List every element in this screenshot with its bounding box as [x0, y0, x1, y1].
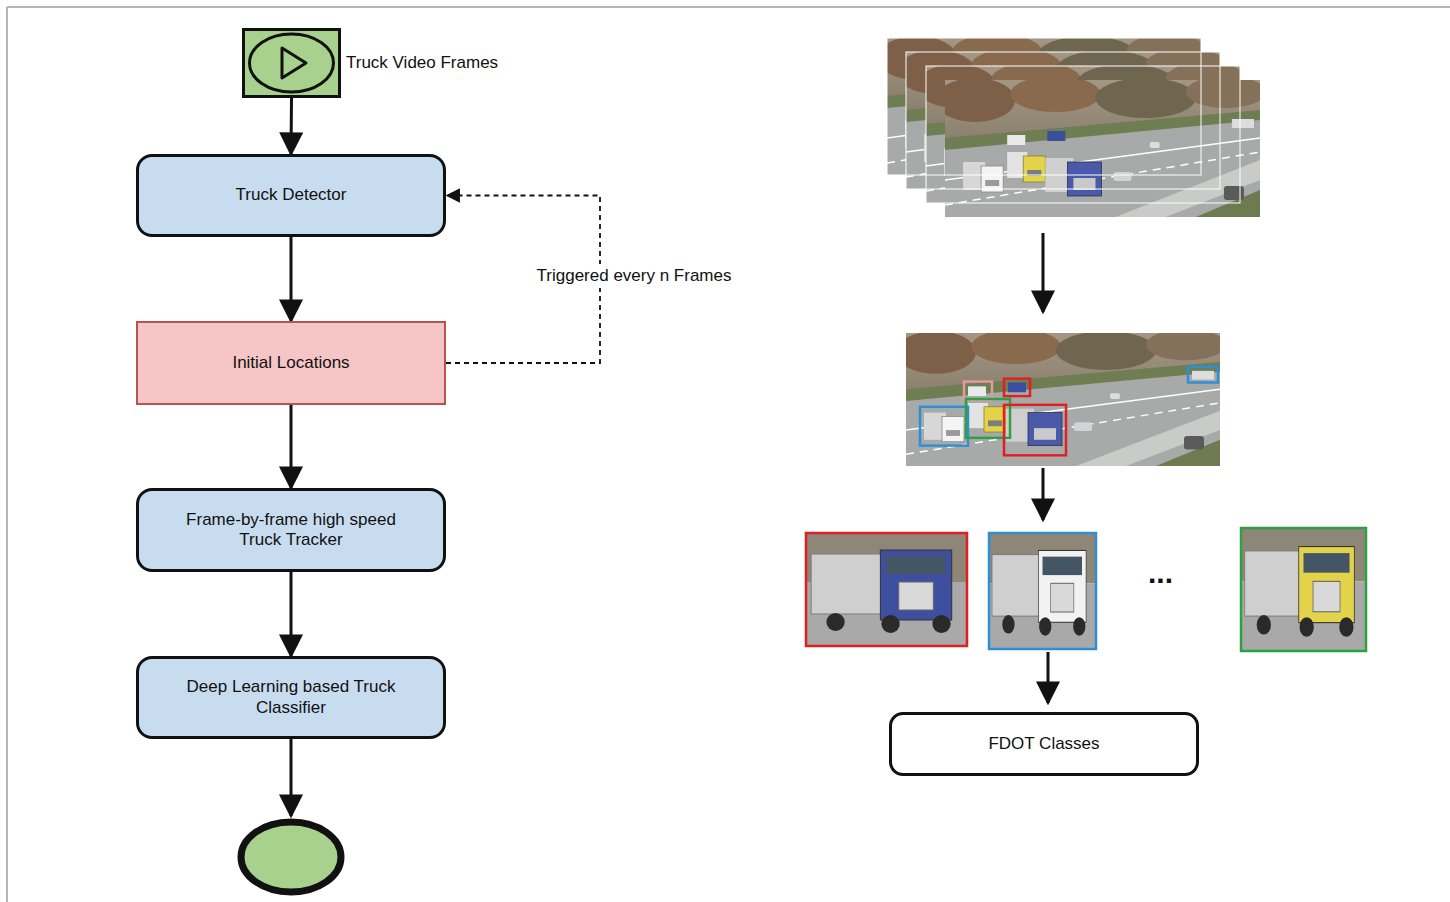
truck-crop — [988, 532, 1097, 650]
output-box: FDOT Classes — [889, 712, 1199, 776]
node-label: Deep Learning based Truck Classifier — [174, 677, 409, 718]
node-label: FDOT Classes — [988, 734, 1099, 754]
truck-crop — [805, 532, 968, 647]
node-label: Initial Locations — [232, 353, 349, 373]
flow-arrow — [1048, 652, 1049, 703]
ellipsis-mark: ... — [1148, 556, 1173, 590]
flow-arrow — [290, 405, 293, 488]
node-label: Truck Detector — [236, 185, 347, 205]
start-terminal: Truck Video Frames — [242, 28, 341, 98]
process-box: Deep Learning based Truck Classifier — [136, 656, 446, 739]
flow-arrow — [1043, 233, 1044, 312]
flow-arrow — [1043, 468, 1044, 520]
figure-frame — [7, 7, 1450, 902]
play-icon — [245, 31, 338, 95]
video-frames — [877, 34, 1266, 217]
edge-label: Triggered every n Frames — [533, 264, 736, 288]
flow-arrow — [290, 237, 293, 321]
node-label: Truck Video Frames — [346, 53, 498, 73]
node-label: Frame-by-frame high speed Truck Tracker — [174, 510, 409, 551]
truck-crop — [1240, 527, 1367, 652]
flow-arrow — [290, 98, 294, 154]
end-terminal — [241, 739, 341, 892]
process-box: Frame-by-frame high speed Truck Tracker — [136, 488, 446, 572]
process-box: Truck Detector — [136, 154, 446, 237]
flow-arrow — [290, 572, 293, 656]
state-box: Initial Locations — [136, 321, 446, 405]
detection-frame — [896, 329, 1226, 466]
